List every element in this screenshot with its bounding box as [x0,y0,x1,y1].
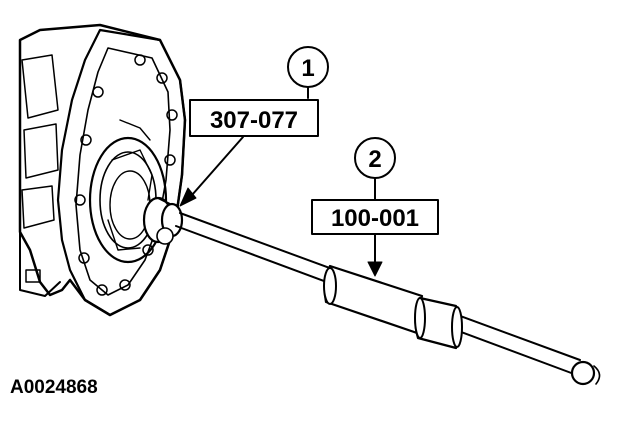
callout-1-number: 1 [301,55,314,82]
slide-hammer-100-001 [175,212,601,386]
callout-1 [179,46,329,207]
callout-2-part-number: 100-001 [331,205,419,232]
callout-2 [311,137,439,277]
callout-1-part-number: 307-077 [210,107,298,134]
callout-2-number: 2 [368,146,381,173]
adapter-tool-307-077 [142,196,184,245]
transmission-housing [18,23,187,317]
figure-id: A0024868 [10,377,98,398]
